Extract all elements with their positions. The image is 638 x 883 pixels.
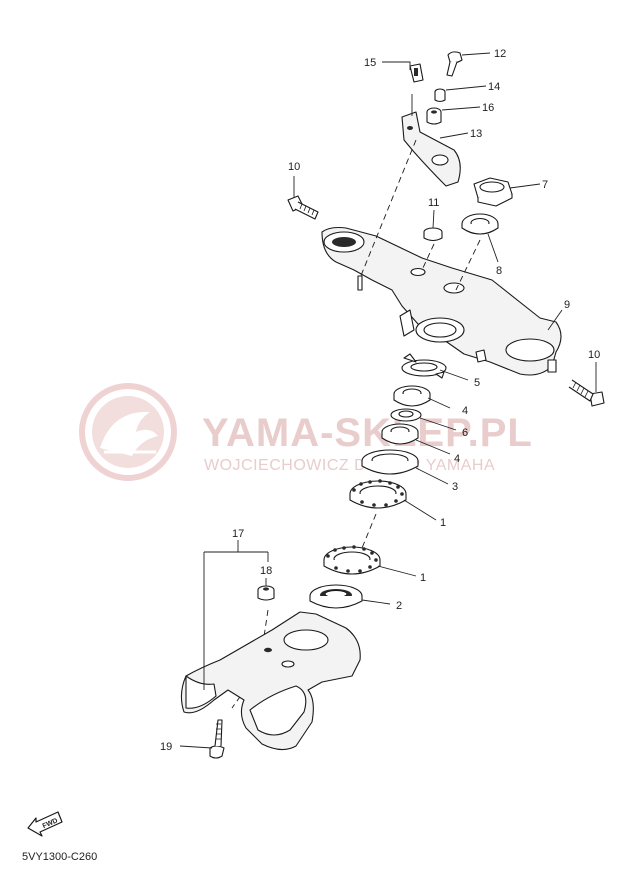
callout-9: 9 bbox=[564, 299, 570, 311]
callout-16: 16 bbox=[482, 102, 494, 114]
bolt-part-10-right bbox=[568, 379, 605, 407]
ring-nut-part-4-upper bbox=[393, 385, 431, 407]
callout-3: 3 bbox=[452, 481, 458, 493]
callout-5: 5 bbox=[474, 377, 480, 389]
bracket-part-13 bbox=[401, 94, 461, 187]
bolt-part-19 bbox=[209, 719, 225, 759]
cable-holder-part-15 bbox=[409, 63, 424, 83]
upper-bracket-part-9 bbox=[321, 226, 562, 376]
callout-10-left: 10 bbox=[288, 161, 300, 173]
diagram-code: 5VY1300-C260 bbox=[22, 851, 97, 863]
callout-2: 2 bbox=[396, 600, 402, 612]
steering-nut-part-7 bbox=[473, 177, 513, 207]
callout-15: 15 bbox=[364, 57, 376, 69]
bolt-part-10-left bbox=[287, 195, 319, 220]
watermark-title: YAMA-SKLEP.PL bbox=[202, 411, 533, 455]
bearing-part-1-upper bbox=[349, 479, 407, 509]
flange-nut-part-18 bbox=[257, 585, 275, 601]
callout-1-lower: 1 bbox=[420, 572, 426, 584]
lock-washer-part-5 bbox=[401, 353, 447, 379]
callout-4-upper: 4 bbox=[462, 405, 468, 417]
ring-nut-part-4-lower bbox=[381, 423, 419, 445]
watermark-subtitle: WOJCIECHOWICZ DEALER YAMAHA bbox=[204, 457, 495, 474]
callout-8: 8 bbox=[496, 265, 502, 277]
bolt-part-12 bbox=[446, 51, 463, 77]
washer-part-8 bbox=[461, 213, 499, 235]
callout-17: 17 bbox=[232, 528, 244, 540]
callout-12: 12 bbox=[494, 48, 506, 60]
race-part-2 bbox=[309, 584, 363, 609]
callout-18: 18 bbox=[260, 565, 272, 577]
forward-arrow-icon: FWD bbox=[27, 811, 63, 837]
washer-part-6 bbox=[390, 408, 422, 422]
callout-6: 6 bbox=[462, 427, 468, 439]
lower-cover-part-17 bbox=[180, 611, 361, 751]
collar-part-14 bbox=[434, 88, 446, 103]
bearing-part-1-lower bbox=[323, 545, 381, 575]
leader-lines bbox=[179, 52, 597, 749]
watermark-logo-icon bbox=[79, 383, 177, 481]
callout-11: 11 bbox=[428, 197, 439, 209]
callout-1-upper: 1 bbox=[440, 517, 446, 529]
callout-13: 13 bbox=[470, 128, 482, 140]
callout-labels: 15 12 14 16 13 10 7 11 8 9 10 5 4 6 4 3 … bbox=[160, 48, 600, 753]
callout-7: 7 bbox=[542, 179, 548, 191]
dust-seal-part-3 bbox=[361, 449, 419, 475]
watermark: YAMA-SKLEP.PL WOJCIECHOWICZ DEALER YAMAH… bbox=[79, 383, 533, 481]
grommet-part-16 bbox=[426, 107, 442, 125]
callout-19: 19 bbox=[160, 741, 172, 753]
callout-14: 14 bbox=[488, 81, 500, 93]
cap-part-11 bbox=[423, 227, 443, 242]
callout-4-lower: 4 bbox=[454, 453, 460, 465]
callout-10-right: 10 bbox=[588, 349, 600, 361]
